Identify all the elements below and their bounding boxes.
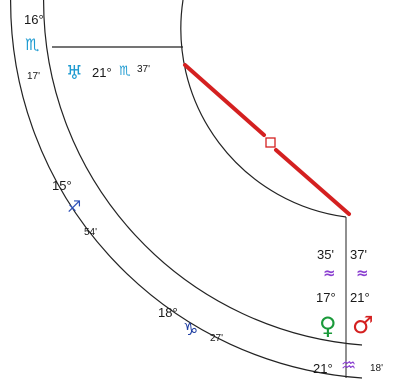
outer-ring-arc [9, 0, 363, 379]
aquarius-icon: ♒ [341, 356, 357, 376]
mars-degree: 21° [350, 290, 370, 305]
cusp-low-degree: 18° [158, 305, 178, 320]
mars-icon: ♂ [352, 311, 374, 339]
uranus-degree: 21° [92, 65, 112, 80]
uranus-sign-scorpio-icon: ♏ [119, 64, 131, 79]
opposition-aspect-line-upper [183, 63, 266, 137]
cusp-top-minutes: 17' [27, 71, 41, 82]
mars-minutes: 37' [350, 247, 367, 262]
capricorn-icon: ♑ [183, 320, 199, 340]
inner-circle-arc [180, 0, 347, 218]
opposition-aspect-line-lower [274, 148, 351, 216]
cusp-bottom-degree: 21° [313, 361, 333, 376]
mars-sign-aquarius-icon: ≈ [356, 264, 369, 282]
cusp-bottom-minutes: 18' [370, 363, 384, 374]
cusp-mid-minutes: 54' [84, 227, 98, 238]
venus-sign-aquarius-icon: ≈ [323, 264, 336, 282]
venus-minutes: 35' [317, 247, 334, 262]
opposition-square-icon [265, 137, 276, 148]
venus-icon: ♀ [319, 312, 337, 340]
uranus-icon: ♅ [66, 62, 84, 84]
sagittarius-icon: ♐ [67, 197, 82, 216]
scorpio-icon: ♏ [25, 35, 40, 54]
zodiac-band-inner-arc [42, 0, 363, 346]
venus-degree: 17° [316, 290, 336, 305]
uranus-minutes: 37' [137, 64, 151, 75]
cusp-mid-degree: 15° [52, 178, 72, 193]
cusp-top-degree: 16° [24, 12, 44, 27]
cusp-low-minutes: 27' [210, 333, 224, 344]
